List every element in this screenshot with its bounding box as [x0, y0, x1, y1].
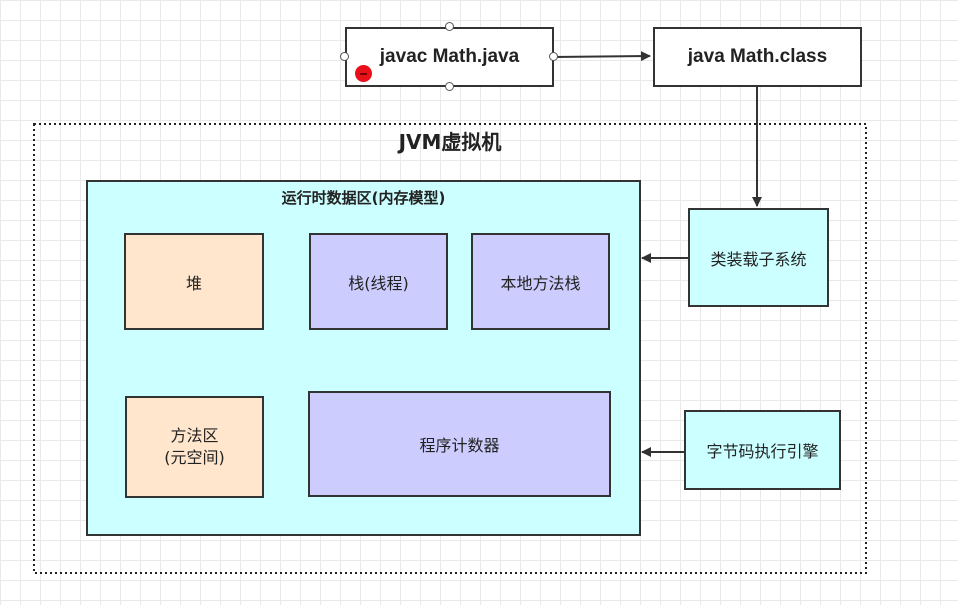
- selection-handle-right[interactable]: [549, 52, 558, 61]
- stack-box[interactable]: 栈(线程): [309, 233, 448, 330]
- jvm-title: JVM虚拟机: [398, 130, 502, 154]
- selection-handle-bottom[interactable]: [445, 82, 454, 91]
- stack-label: 栈(线程): [348, 273, 409, 293]
- heap-box[interactable]: 堆: [124, 233, 264, 330]
- run-step-label: java Math.class: [687, 46, 828, 67]
- selection-handle-left[interactable]: [340, 52, 349, 61]
- rotate-icon: [360, 72, 367, 75]
- heap-label: 堆: [185, 273, 202, 293]
- native-method-stack-box[interactable]: 本地方法栈: [471, 233, 610, 330]
- selection-handle-top[interactable]: [445, 22, 454, 31]
- class-loader-label: 类装载子系统: [710, 249, 807, 269]
- program-counter-box[interactable]: 程序计数器: [308, 391, 611, 497]
- native-method-stack-label: 本地方法栈: [500, 273, 581, 293]
- compile-step-box[interactable]: javac Math.java: [345, 27, 554, 87]
- class-loader-box[interactable]: 类装载子系统: [688, 208, 829, 307]
- rotate-handle[interactable]: [355, 65, 372, 82]
- jvm-container[interactable]: [33, 123, 867, 574]
- run-step-box[interactable]: java Math.class: [653, 27, 862, 87]
- method-area-label: 方法区 (元空间): [164, 426, 225, 467]
- compile-step-label: javac Math.java: [379, 46, 520, 67]
- program-counter-label: 程序计数器: [419, 436, 500, 455]
- execution-engine-label: 字节码执行引擎: [706, 442, 819, 461]
- compile-to-run-arrow: [552, 51, 651, 62]
- method-area-box[interactable]: 方法区 (元空间): [125, 396, 264, 498]
- execution-engine-box[interactable]: 字节码执行引擎: [684, 410, 841, 490]
- runtime-area-title: 运行时数据区(内存模型): [281, 189, 446, 207]
